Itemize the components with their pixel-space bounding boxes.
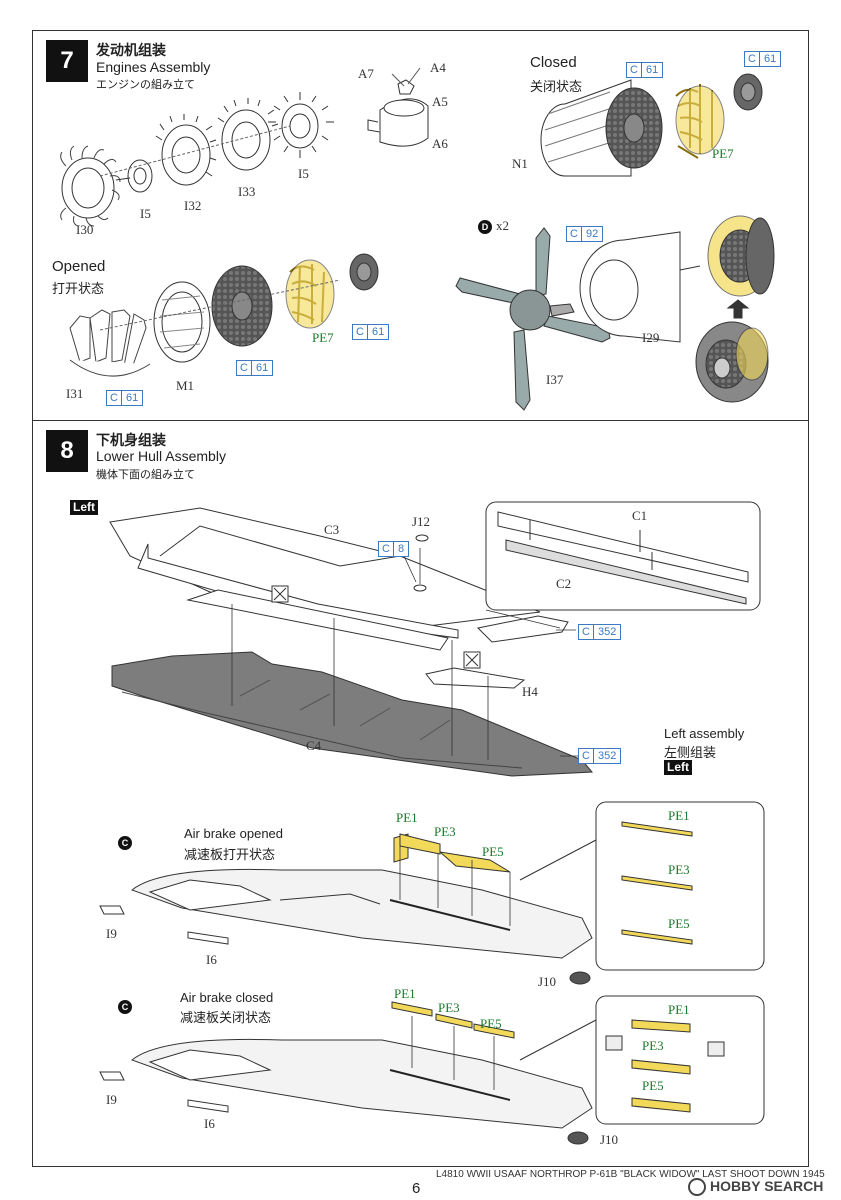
page-number: 6 [412, 1180, 421, 1197]
brake-closed-inset [519, 995, 765, 1125]
part-label-i5-a: I5 [140, 206, 151, 221]
wing-upper-part-c3 [109, 507, 541, 639]
left-assembly-cn: 左侧组装 [664, 746, 717, 761]
pe1-closed: PE1 [394, 986, 416, 1001]
footer-caption: L4810 WWII USAAF NORTHROP P-61B "BLACK W… [436, 1169, 825, 1180]
part-label-c3: C3 [324, 522, 340, 537]
inset-pe1-opened: PE1 [668, 808, 690, 823]
step-8-number: 8 [46, 430, 88, 472]
watermark-text: HOBBY SEARCH [710, 1178, 824, 1194]
pe1-opened: PE1 [396, 810, 418, 825]
part-label-a5: A5 [432, 94, 448, 109]
step-8-title-jp: 機体下面の組み立て [96, 468, 195, 481]
part-tree-d-icon: D [478, 220, 492, 234]
part-label-i29: I29 [642, 330, 660, 345]
part-label-i30: I30 [76, 222, 94, 237]
opened-label-cn: 打开状态 [52, 282, 105, 297]
part-label-c2: C2 [556, 576, 572, 591]
part-label-i33: I33 [238, 184, 256, 199]
left-assembly-en: Left assembly [664, 726, 745, 741]
part-label-j12: J12 [412, 514, 431, 529]
step-7-title-en: Engines Assembly [96, 59, 211, 75]
part-label-c4: C4 [306, 738, 322, 753]
part-label-j10-closed: J10 [600, 1132, 619, 1147]
air-brake-closed-cn: 减速板关闭状态 [180, 1011, 272, 1026]
pe3-closed: PE3 [438, 1000, 460, 1015]
part-label-j10-opened: J10 [538, 974, 557, 989]
brake-opened-inset [519, 801, 765, 971]
part-label-i6-closed: I6 [204, 1116, 215, 1131]
air-brake-opened-cn: 减速板打开状态 [184, 848, 276, 863]
closed-label-en: Closed [530, 54, 577, 71]
opened-label-en: Opened [52, 258, 106, 275]
step-7-panel [32, 30, 809, 422]
part-label-n1: N1 [512, 156, 528, 171]
closed-engine-group [540, 73, 763, 177]
inset-pe3-opened: PE3 [668, 862, 690, 877]
step-7-number: 7 [46, 40, 88, 82]
left-tag: Left [70, 500, 98, 515]
step-8-title-cn: 下机身组装 [96, 433, 166, 449]
part-tree-c-icon-b: C [118, 1000, 132, 1014]
part-label-i6-opened: I6 [206, 952, 217, 967]
inset-pe5-closed: PE5 [642, 1078, 664, 1093]
pe5-closed: PE5 [480, 1016, 502, 1031]
wing-part-flap [186, 534, 569, 689]
inset-pe3-closed: PE3 [642, 1038, 664, 1053]
part-label-pe7-opened: PE7 [312, 330, 334, 345]
air-brake-opened-en: Air brake opened [184, 826, 284, 841]
step-8-title-en: Lower Hull Assembly [96, 448, 226, 464]
part-tree-c-icon-a: C [118, 836, 132, 850]
part-label-i9-opened: I9 [106, 926, 117, 941]
left-tag-2: Left [664, 760, 692, 775]
inset-pe5-opened: PE5 [668, 916, 690, 931]
opened-engine-group [69, 253, 379, 377]
inset-pe1-closed: PE1 [668, 1002, 690, 1017]
air-brake-closed-wing [99, 1001, 593, 1145]
part-label-i5-b: I5 [298, 166, 309, 181]
part-label-i31: I31 [66, 386, 84, 401]
inset-c1-c2 [485, 501, 761, 611]
part-label-m1: M1 [176, 378, 195, 393]
part-label-a7: A7 [358, 66, 374, 81]
wing-lower-part-c4 [111, 651, 594, 777]
air-brake-closed-en: Air brake closed [180, 990, 274, 1005]
pe5-opened: PE5 [482, 844, 504, 859]
inset-leader [485, 609, 561, 629]
pe3-opened: PE3 [434, 824, 456, 839]
watermark: HOBBY SEARCH [688, 1178, 824, 1197]
part-label-a6: A6 [432, 136, 448, 151]
part-label-i9-closed: I9 [106, 1092, 117, 1107]
part-label-a4: A4 [430, 60, 446, 75]
part-label-i32: I32 [184, 198, 202, 213]
propeller-group [455, 215, 775, 411]
prop-quantity: x2 [496, 218, 509, 233]
small-parts-assembly [367, 67, 429, 147]
engine-exploded-row [60, 92, 334, 227]
wing-leader-lines [231, 548, 578, 760]
step-7-title-cn: 发动机组装 [96, 43, 166, 59]
air-brake-opened-wing [99, 833, 593, 985]
part-label-pe7-closed: PE7 [712, 146, 734, 161]
part-label-i37: I37 [546, 372, 564, 387]
closed-label-cn: 关闭状态 [530, 80, 583, 95]
part-label-h4: H4 [522, 684, 538, 699]
part-label-c1: C1 [632, 508, 648, 523]
step-7-title-jp: エンジンの組み立て [96, 78, 195, 91]
watermark-logo-icon [688, 1178, 706, 1197]
